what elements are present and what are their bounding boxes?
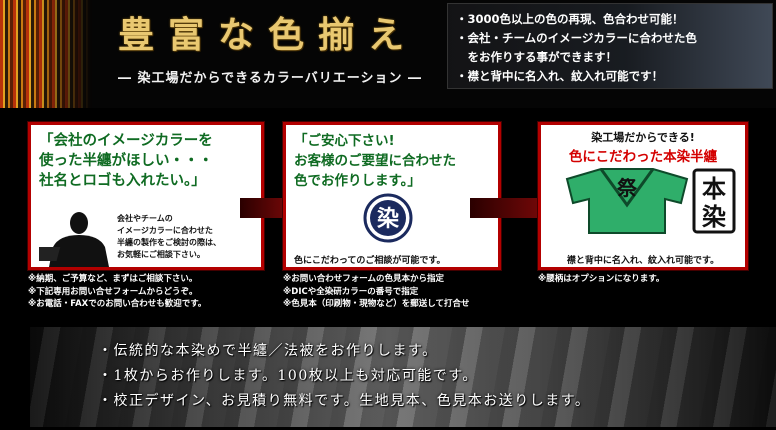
note-line: ※下記専用お問い合せフォームからどうぞ。 bbox=[28, 286, 198, 297]
note-line: ※腰柄はオプションになります。 bbox=[538, 274, 665, 284]
info-box: ・3000色以上の色の再現、色合わせ可能！ ・会社・チームのイメージカラーに合わ… bbox=[447, 3, 773, 89]
panel-customer-request: 「会社のイメージカラーを 使った半纏がほしい・・・ 社名とロゴも入れたい。」 会… bbox=[28, 122, 264, 270]
fabric-stripes-image bbox=[0, 0, 92, 108]
quote-line: お客様のご要望に合わせた bbox=[294, 153, 456, 169]
notes-option: ※腰柄はオプションになります。 bbox=[538, 273, 664, 286]
businessman-silhouette-icon bbox=[39, 212, 109, 267]
feature-item: ・伝統的な本染めで半纏／法被をお作りします。 bbox=[98, 343, 438, 359]
consultation-text: 会社やチームの イメージカラーに合わせた 半纏の製作をご検討の際は、 お気軽にご… bbox=[117, 213, 261, 261]
result-headline: 色にこだわった本染半纏 bbox=[568, 149, 718, 165]
text-line: 半纏の製作をご検討の際は、 bbox=[117, 238, 221, 247]
note-line: ※DICや全染研カラーの番号で指定 bbox=[283, 286, 419, 297]
svg-text:本: 本 bbox=[702, 174, 726, 203]
customer-quote: 「会社のイメージカラーを 使った半纏がほしい・・・ 社名とロゴも入れたい。」 bbox=[39, 131, 213, 191]
feature-item: ・校正デザイン、お見積り無料です。生地見本、色見本お送りします。 bbox=[98, 393, 591, 409]
info-point: ・襟と背中に名入れ、紋入れ可能です！ bbox=[456, 69, 664, 83]
note-line: ※色見本（印刷物・現物など）を郵送して打合せ bbox=[283, 299, 470, 309]
svg-text:染: 染 bbox=[377, 206, 399, 232]
info-point: ・会社・チームのイメージカラーに合わせた色 bbox=[456, 31, 697, 45]
panel-result: 染工場だからできる! 色にこだわった本染半纏 祭 本 染 襟と背中に名入れ、紋入… bbox=[538, 122, 748, 270]
text-line: イメージカラーに合わせた bbox=[117, 226, 213, 235]
info-point: をお作りする事ができます！ bbox=[456, 50, 617, 64]
page-subtitle: ― 染工場だからできるカラーバリエーション ― bbox=[118, 71, 423, 86]
dye-seal-logo: 染 bbox=[363, 193, 413, 243]
feature-item: ・1枚からお作りします。100枚以上も対応可能です。 bbox=[98, 368, 478, 384]
svg-text:染: 染 bbox=[702, 202, 726, 231]
quote-line: 使った半纏がほしい・・・ bbox=[39, 153, 213, 169]
quote-line: 「ご安心下さい! bbox=[294, 133, 395, 149]
notes-consultation: ※納期、ご予算など、まずはご相談下さい。 ※下記専用お問い合せフォームからどうぞ… bbox=[28, 273, 206, 311]
page-title: 豊富な色揃え bbox=[118, 14, 419, 56]
result-footer: 襟と背中に名入れ、紋入れ可能です。 bbox=[566, 256, 720, 266]
result-tagline: 染工場だからできる! bbox=[591, 131, 695, 144]
consultation-footer: 色にこだわってのご相談が可能です。 bbox=[294, 256, 446, 266]
header: 豊富な色揃え ― 染工場だからできるカラーバリエーション ― ・3000色以上の… bbox=[0, 0, 776, 108]
honzome-label-image: 本 染 bbox=[692, 168, 736, 234]
quote-line: 色でお作りします。」 bbox=[294, 173, 421, 189]
quote-line: 社名とロゴも入れたい。」 bbox=[39, 173, 206, 189]
text-line: お気軽にご相談下さい。 bbox=[117, 250, 205, 259]
notes-color-spec: ※お問い合わせフォームの色見本から指定 ※DICや全染研カラーの番号で指定 ※色… bbox=[283, 273, 470, 311]
panel-reassurance: 「ご安心下さい! お客様のご要望に合わせた 色でお作りします。」 染 色にこだわ… bbox=[283, 122, 501, 270]
text-line: 会社やチームの bbox=[117, 214, 173, 223]
note-line: ※納期、ご予算など、まずはご相談下さい。 bbox=[28, 274, 198, 284]
info-point: ・3000色以上の色の再現、色合わせ可能！ bbox=[456, 12, 684, 26]
note-line: ※お電話・FAXでのお問い合わせも歓迎です。 bbox=[28, 299, 207, 309]
features-banner: ・伝統的な本染めで半纏／法被をお作りします。 ・1枚からお作りします。100枚以… bbox=[30, 327, 776, 427]
happi-coat-image: 祭 bbox=[565, 168, 689, 234]
quote-line: 「会社のイメージカラーを bbox=[39, 133, 213, 149]
note-line: ※お問い合わせフォームの色見本から指定 bbox=[283, 274, 445, 284]
features-list: ・伝統的な本染めで半纏／法被をお作りします。 ・1枚からお作りします。100枚以… bbox=[98, 339, 590, 414]
reassurance-quote: 「ご安心下さい! お客様のご要望に合わせた 色でお作りします。」 bbox=[294, 131, 456, 191]
svg-text:祭: 祭 bbox=[616, 176, 638, 200]
